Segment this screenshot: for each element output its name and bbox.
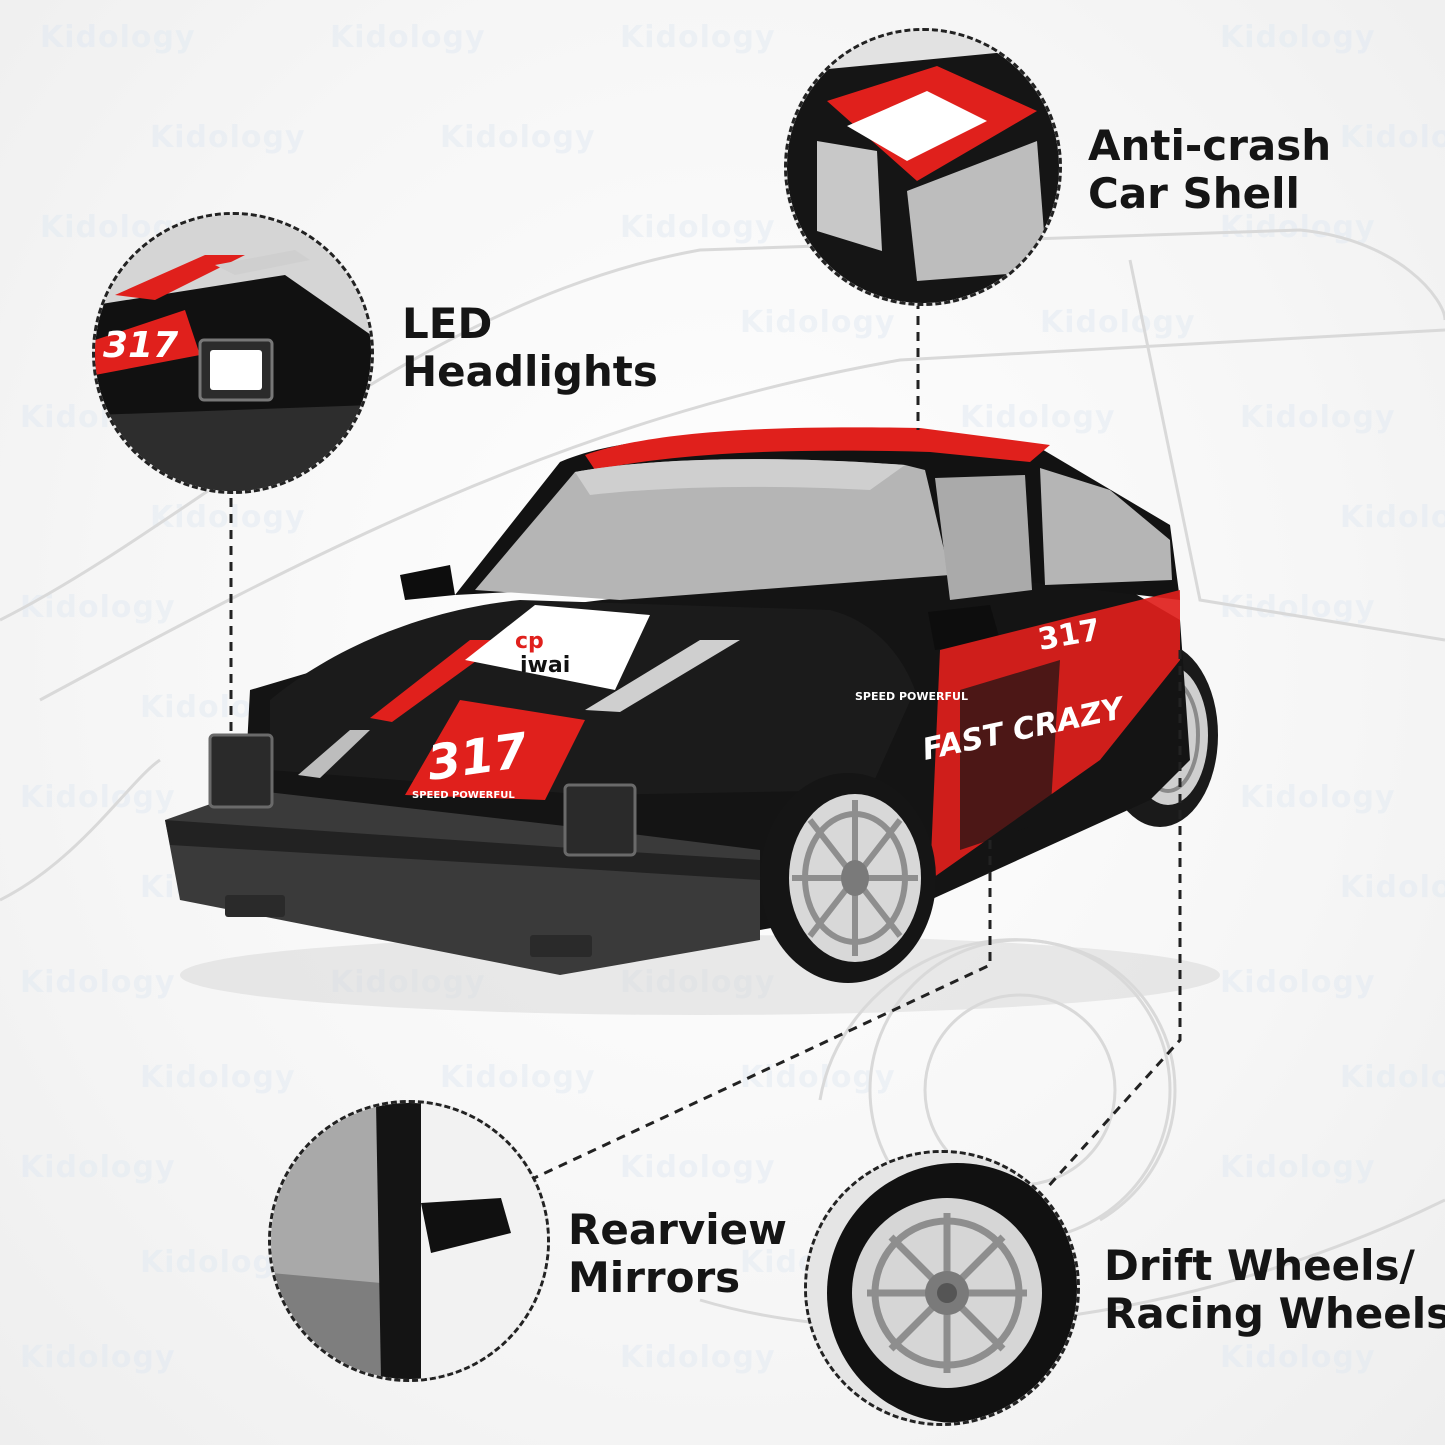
- zoom-drift-wheels: [804, 1150, 1080, 1426]
- watermark: Kidology: [40, 20, 196, 55]
- watermark: Kidology: [330, 20, 486, 55]
- sponsor-name: iwai: [520, 653, 570, 678]
- mirror-icon: [421, 1198, 511, 1253]
- zoom-car-shell: [784, 28, 1062, 306]
- watermark: Kidology: [1220, 1150, 1376, 1185]
- watermark: Kidology: [620, 1150, 776, 1185]
- headlight-closeup: 317: [95, 215, 371, 491]
- watermark: Kidology: [1220, 965, 1376, 1000]
- watermark: Kidology: [1240, 400, 1396, 435]
- watermark: Kidology: [1340, 500, 1445, 535]
- watermark: Kidology: [960, 400, 1116, 435]
- watermark: Kidology: [20, 1150, 176, 1185]
- wheels-connector: [1043, 650, 1182, 1192]
- led-light-icon: [210, 350, 262, 390]
- rearview-mirrors-label: Rearview Mirrors: [568, 1205, 787, 1302]
- watermark: Kidology: [1220, 1340, 1376, 1375]
- watermark: Kidology: [20, 780, 176, 815]
- watermark: Kidology: [1340, 120, 1445, 155]
- drift-wheels-label: Drift Wheels/ Racing Wheels: [1104, 1241, 1445, 1338]
- watermark: Kidology: [620, 1340, 776, 1375]
- watermark: Kidology: [740, 305, 896, 340]
- sponsor-logo: cp: [515, 629, 544, 654]
- watermark: Kidology: [20, 1340, 176, 1375]
- watermark: Kidology: [1220, 20, 1376, 55]
- side-badge: SPEED POWERFUL: [855, 690, 968, 703]
- plate-text: SPEED POWERFUL: [412, 790, 515, 801]
- zoom-rearview-mirror: [268, 1100, 550, 1382]
- zoom-led-headlights: 317: [92, 212, 374, 494]
- watermark: Kidology: [20, 965, 176, 1000]
- watermark: Kidology: [140, 1060, 296, 1095]
- watermark: Kidology: [150, 500, 306, 535]
- watermark: Kidology: [620, 210, 776, 245]
- closeup-race-number: 317: [103, 325, 178, 366]
- front-wheel: [760, 773, 936, 983]
- watermark: Kidology: [620, 20, 776, 55]
- wheel-closeup: [807, 1153, 1077, 1423]
- mirrors-connector: [529, 840, 992, 1182]
- roof-closeup: [787, 31, 1059, 303]
- led-headlights-label: LED Headlights: [402, 299, 658, 396]
- anti-crash-shell-label: Anti-crash Car Shell: [1088, 121, 1332, 218]
- mirror-closeup: [271, 1103, 547, 1379]
- watermark: Kidology: [1240, 780, 1396, 815]
- hood-race-number: 317: [424, 722, 532, 791]
- watermark: Kidology: [440, 1060, 596, 1095]
- watermark: Kidology: [440, 120, 596, 155]
- watermark: Kidology: [1340, 870, 1445, 905]
- watermark: Kidology: [1340, 1060, 1445, 1095]
- watermark: Kidology: [150, 120, 306, 155]
- watermark: Kidology: [1040, 305, 1196, 340]
